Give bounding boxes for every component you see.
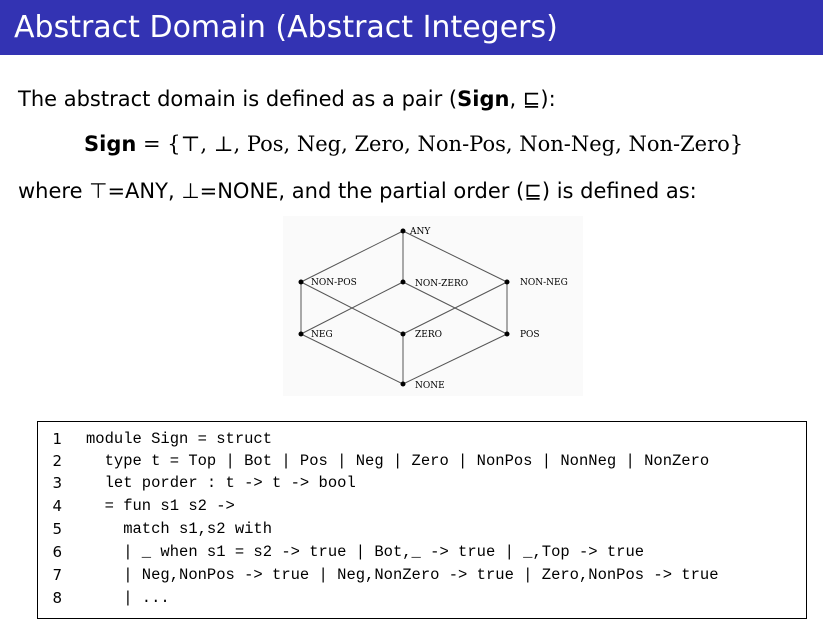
- node-none-dot: [400, 381, 406, 387]
- line-number: 8: [52, 589, 62, 607]
- sign-definition: Sign = {⊤, ⊥, Pos, Neg, Zero, Non-Pos, N…: [84, 132, 743, 156]
- node-nonpos-label: NON-POS: [311, 278, 357, 288]
- code-line: = fun s1 s2 ->: [86, 497, 235, 515]
- node-any-label: ANY: [409, 227, 431, 237]
- line-number: 6: [52, 543, 62, 561]
- node-neg-dot: [298, 331, 304, 337]
- code-line: | ...: [86, 589, 170, 607]
- node-nonneg-dot: [504, 279, 510, 285]
- code-listing: 1 2 3 4 5 6 7 8 module Sign = struct typ…: [37, 421, 807, 619]
- intro-text-after: , ⊑):: [509, 87, 556, 111]
- line-number: 3: [52, 474, 62, 492]
- line-number: 7: [52, 566, 62, 584]
- where-sentence: where ⊤=ANY, ⊥=NONE, and the partial ord…: [18, 179, 697, 203]
- lattice-svg: ANY NON-POS NON-ZERO NON-NEG NEG ZERO PO…: [298, 227, 568, 391]
- node-zero-label: ZERO: [415, 330, 442, 340]
- lattice-nodes: [298, 228, 510, 387]
- edge-any-nonneg: [402, 230, 508, 283]
- code-line: type t = Top | Bot | Pos | Neg | Zero | …: [86, 452, 710, 470]
- lattice-edges: [300, 230, 508, 385]
- line-number: 4: [52, 497, 62, 515]
- code-line: module Sign = struct: [86, 430, 273, 448]
- definition-close: }: [729, 132, 744, 156]
- intro-text-before: The abstract domain is defined as a pair…: [18, 87, 458, 111]
- edge-neg-none: [300, 333, 404, 385]
- code-line: | Neg,NonPos -> true | Neg,NonZero -> tr…: [86, 566, 719, 584]
- node-nonneg-label: NON-NEG: [520, 278, 568, 288]
- intro-sign-word: Sign: [457, 87, 510, 111]
- slide-title: Abstract Domain (Abstract Integers): [0, 0, 823, 55]
- node-zero-dot: [400, 331, 406, 337]
- intro-sentence: The abstract domain is defined as a pair…: [18, 87, 556, 111]
- node-pos-dot: [504, 331, 510, 337]
- node-pos-label: POS: [520, 330, 540, 340]
- node-nonzero-dot: [400, 279, 406, 285]
- line-number: 2: [52, 452, 62, 470]
- definition-members: ⊤, ⊥, Pos, Neg, Zero, Non-Pos, Non-Neg, …: [180, 132, 730, 156]
- code-line: match s1,s2 with: [86, 520, 273, 538]
- node-neg-label: NEG: [311, 330, 333, 340]
- lattice-diagram: ANY NON-POS NON-ZERO NON-NEG NEG ZERO PO…: [283, 216, 583, 396]
- node-none-label: NONE: [415, 381, 445, 391]
- line-number: 1: [52, 430, 62, 448]
- edge-nonzero-neg: [300, 281, 404, 335]
- edge-nonneg-zero: [402, 281, 508, 335]
- line-number: 5: [52, 520, 62, 538]
- definition-name: Sign: [84, 132, 137, 156]
- node-nonzero-label: NON-ZERO: [415, 279, 468, 289]
- edge-pos-none: [402, 333, 508, 385]
- definition-equals: = {: [136, 132, 181, 156]
- node-nonpos-dot: [298, 279, 304, 285]
- edge-any-nonpos: [300, 230, 404, 283]
- code-line: let porder : t -> t -> bool: [86, 474, 356, 492]
- code-line: | _ when s1 = s2 -> true | Bot,_ -> true…: [86, 543, 645, 561]
- node-any-dot: [400, 228, 406, 234]
